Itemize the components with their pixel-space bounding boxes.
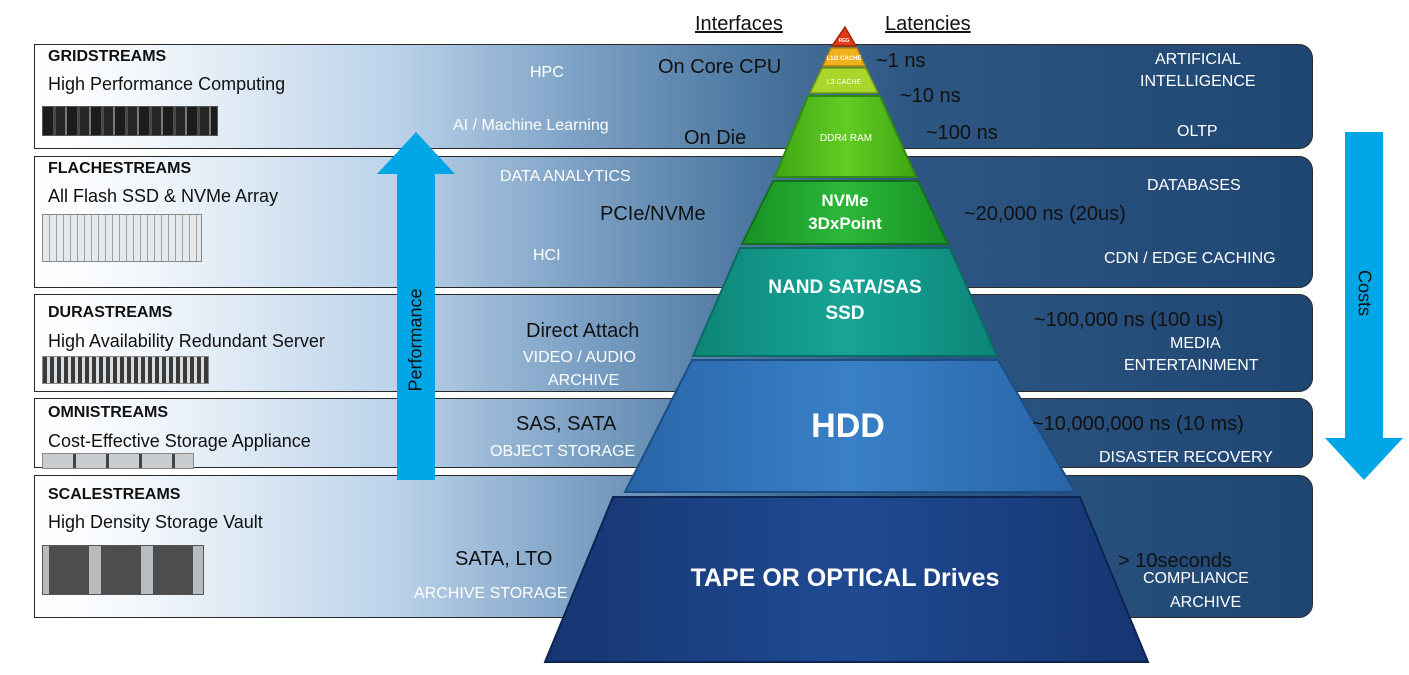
workload-label: VIDEO / AUDIO [523,349,636,366]
tier-label: REG [839,38,850,44]
workload-label: ARCHIVE STORAGE [414,585,568,602]
latency-label: > 10seconds [1118,550,1232,572]
latency-label: ~20,000 ns (20us) [964,203,1126,225]
product-name: DURASTREAMS [48,304,173,321]
workload-label: ARTIFICIAL [1155,51,1241,68]
tier-shape [691,247,999,357]
workload-label: ARCHIVE [548,372,620,389]
interface-label: On Die [684,127,747,149]
tier-shape [740,180,950,245]
workload-label: DATABASES [1147,177,1241,194]
interfaces-header: Interfaces [695,13,783,35]
product-desc: High Density Storage Vault [48,512,263,532]
tier-label: SSD [825,303,864,324]
server-image [42,106,218,136]
tier-label: L3 CACHE [827,79,862,86]
product-name: OMNISTREAMS [48,404,168,421]
server-image [42,214,202,262]
server-image [42,545,204,595]
latency-label: ~10,000,000 ns (10 ms) [1032,413,1244,435]
workload-label: COMPLIANCE [1143,570,1249,587]
workload-label: ARCHIVE [1170,594,1242,611]
band-flachestreams [34,156,1313,288]
server-image [42,356,209,384]
tier-label: NVMe [821,191,868,210]
tier-label: HDD [811,407,885,445]
product-desc: High Performance Computing [48,74,286,94]
latency-label: ~100 ns [926,122,998,144]
interface-label: PCIe/NVMe [600,203,706,225]
latency-label: ~100,000 ns (100 us) [1034,309,1224,331]
server-image [42,453,194,469]
interface-label: SATA, LTO [455,548,553,570]
workload-label: INTELLIGENCE [1140,73,1256,90]
band-durastreams [34,294,1313,392]
product-desc: Cost-Effective Storage Appliance [48,431,311,451]
tier-shape [808,67,880,94]
tier-label: DDR4 RAM [820,133,872,144]
workload-label: CDN / EDGE CACHING [1104,250,1276,267]
tier-label: NAND SATA/SAS [768,277,921,298]
product-name: SCALESTREAMS [48,486,181,503]
workload-label: AI / Machine Learning [453,117,609,134]
tier-label: TAPE OR OPTICAL Drives [691,564,1000,592]
tier-shape [543,496,1150,663]
workload-label: MEDIA [1170,335,1221,352]
tier-label: L1/2 CACHE [826,56,861,62]
product-name: FLACHESTREAMS [48,160,192,177]
tier-shape [821,47,867,67]
band-gridstreams [34,44,1313,149]
interface-label: On Core CPU [658,56,782,78]
performance-arrow [377,132,455,480]
tier-shape [773,95,918,178]
tier-label: 3DxPoint [808,214,882,233]
latency-label: ~10 ns [900,85,961,107]
product-desc: All Flash SSD & NVMe Array [48,186,279,206]
tier-shape [830,25,858,47]
product-desc: High Availability Redundant Server [48,331,325,351]
workload-label: DISASTER RECOVERY [1099,449,1273,466]
performance-label: Performance [405,288,426,392]
workload-label: DATA ANALYTICS [500,168,631,185]
product-name: GRIDSTREAMS [48,48,167,65]
workload-label: ENTERTAINMENT [1124,357,1259,374]
latencies-header: Latencies [885,13,971,35]
workload-label: HPC [530,64,564,81]
interface-label: Direct Attach [526,320,640,342]
workload-label: HCI [533,247,561,264]
costs-arrow [1325,132,1403,480]
latency-label: ~1 ns [876,50,926,72]
workload-label: OBJECT STORAGE [490,443,636,460]
costs-label: Costs [1354,269,1375,317]
workload-label: OLTP [1177,123,1218,140]
interface-label: SAS, SATA [516,413,617,435]
tier-shape [623,359,1077,493]
